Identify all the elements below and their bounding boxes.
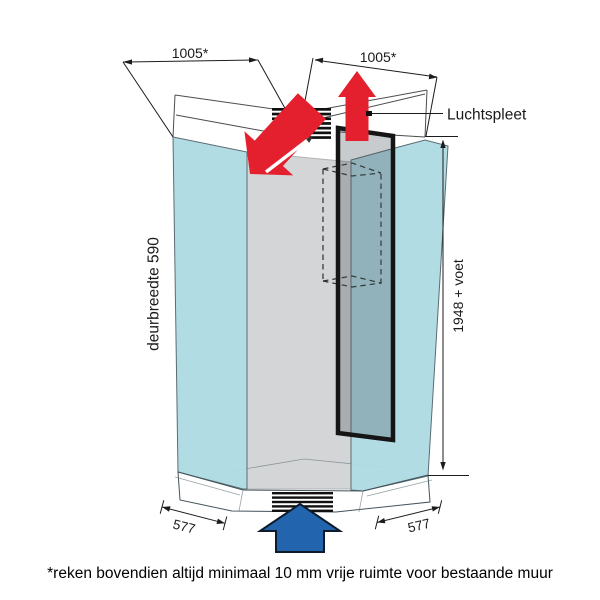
air-gap-marker	[366, 111, 372, 116]
column-top-back-edge	[322, 162, 382, 174]
dim-base-left-value: 577	[171, 517, 196, 537]
dim-base-right-value: 577	[406, 516, 431, 536]
plinth-left-seam	[238, 489, 244, 512]
arrowhead	[440, 139, 446, 148]
dimension-line	[314, 59, 438, 78]
plinth-body	[177, 471, 431, 513]
air-in-red-arrow-down-icon	[244, 93, 326, 176]
arrowhead	[216, 518, 225, 524]
grille-bar	[272, 492, 333, 495]
extension-line	[425, 76, 438, 137]
arrowhead	[315, 57, 324, 64]
plinth-right-lip-line	[366, 479, 433, 497]
service-column-dashed-outline	[322, 162, 382, 288]
arrowhead	[123, 59, 132, 65]
air-out-red-arrow-up-icon	[338, 71, 376, 141]
plinth-right-seam	[358, 490, 364, 513]
column-top-front-edge	[322, 168, 382, 177]
right-wall-panel	[350, 139, 449, 492]
rim-left-edge	[172, 94, 176, 138]
base-plinth	[174, 471, 433, 513]
leader-slash	[264, 137, 311, 174]
airflow-arrows	[244, 71, 376, 176]
arrowhead	[440, 462, 446, 471]
dim-base-left: 577	[159, 500, 228, 537]
arrowhead	[377, 518, 386, 524]
leader-slash-arrowhead	[305, 136, 313, 143]
dim-top-left-value: 1005*	[172, 45, 209, 61]
label-air-gap: Luchtspleet	[372, 107, 527, 124]
arrowhead	[162, 506, 171, 512]
left-wall-panel	[172, 136, 248, 490]
arrowhead	[428, 73, 437, 80]
interior-back-panel	[246, 151, 352, 490]
plinth-left-lip-line	[174, 476, 241, 496]
dimension-line	[161, 506, 226, 524]
dim-top-right-value: 1005*	[360, 49, 397, 65]
air-gap-label: Luchtspleet	[447, 107, 527, 124]
grille-bar	[272, 496, 333, 499]
arrowhead	[431, 506, 440, 512]
footnote: *reken bovendien altijd minimaal 10 mm v…	[47, 565, 553, 582]
arrowhead	[249, 57, 258, 63]
dim-top-left: 1005*	[122, 45, 259, 65]
dimension-line	[122, 59, 259, 63]
door-glass-panel	[335, 125, 396, 443]
dim-top-right: 1005*	[314, 49, 438, 80]
column-bottom-front-edge	[322, 280, 382, 288]
column-bottom-back-edge	[322, 275, 382, 284]
dim-height-value: 1948 + voet	[450, 259, 466, 333]
air-intake-blue-arrow-up-icon	[256, 502, 344, 553]
dim-base-right: 577	[374, 500, 443, 536]
grille-bar	[272, 500, 333, 504]
dimension-line	[376, 506, 441, 523]
dim-height: 1948 + voet	[425, 136, 469, 476]
extension-line	[122, 61, 174, 138]
door-width-label: deurbreedte 590	[146, 237, 163, 351]
